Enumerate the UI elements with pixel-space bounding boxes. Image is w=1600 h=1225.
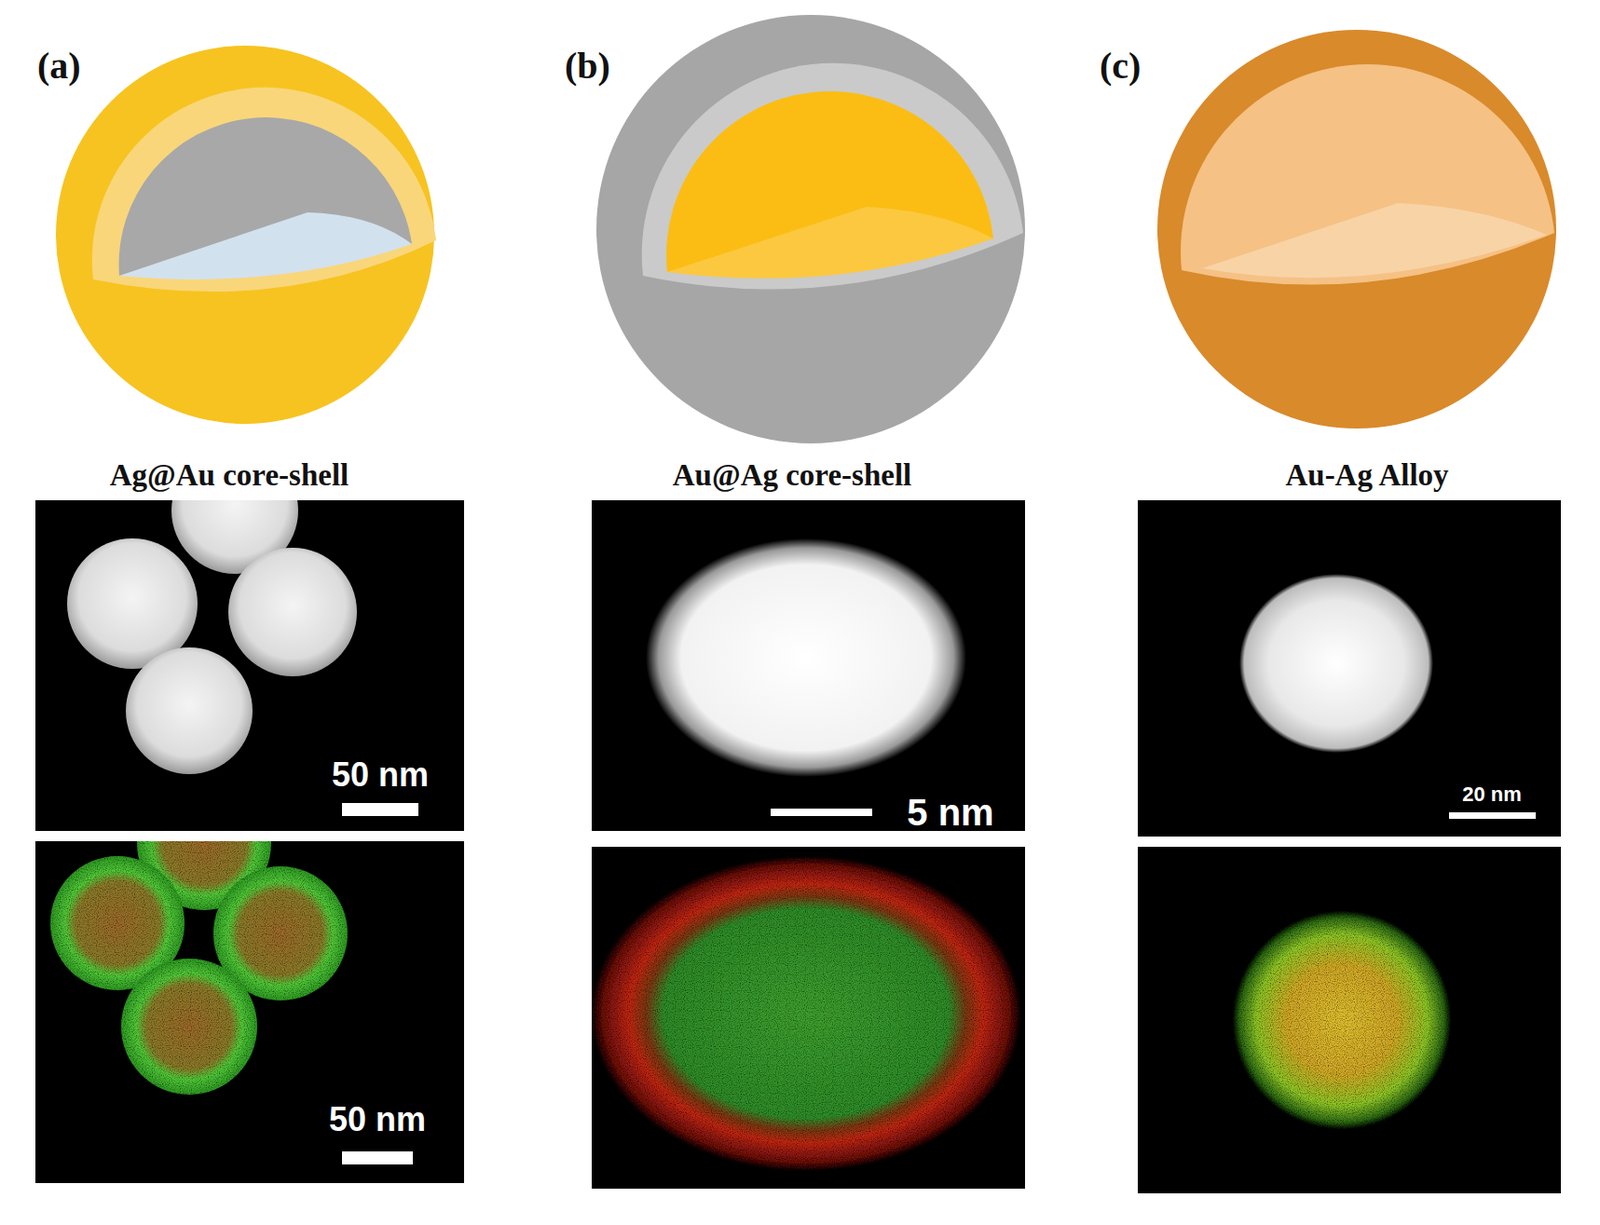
scale-bar-label: 50 nm — [331, 758, 429, 793]
scale-bar-label: 5 nm — [906, 793, 994, 832]
stem-image-c — [1137, 500, 1561, 837]
sphere-b — [596, 14, 1026, 444]
eds-map-b — [591, 847, 1026, 1190]
eds-map-c — [1137, 847, 1561, 1194]
eds-map-a — [35, 841, 465, 1184]
stem-image-b — [591, 500, 1026, 832]
scale-bar-label: 20 nm — [1462, 784, 1522, 806]
scale-bar-label: 50 nm — [328, 1103, 426, 1137]
panel-title: Ag@Au core-shell — [109, 460, 349, 492]
stem-image-a — [35, 500, 465, 832]
panel-letter: (c) — [1099, 47, 1141, 85]
sphere-a — [55, 45, 437, 424]
panel-letter: (b) — [564, 47, 611, 85]
panel-title: Au@Ag core-shell — [672, 460, 912, 492]
panel-letter: (a) — [37, 47, 82, 85]
sphere-c — [1157, 29, 1557, 429]
panel-title: Au-Ag Alloy — [1285, 460, 1449, 492]
